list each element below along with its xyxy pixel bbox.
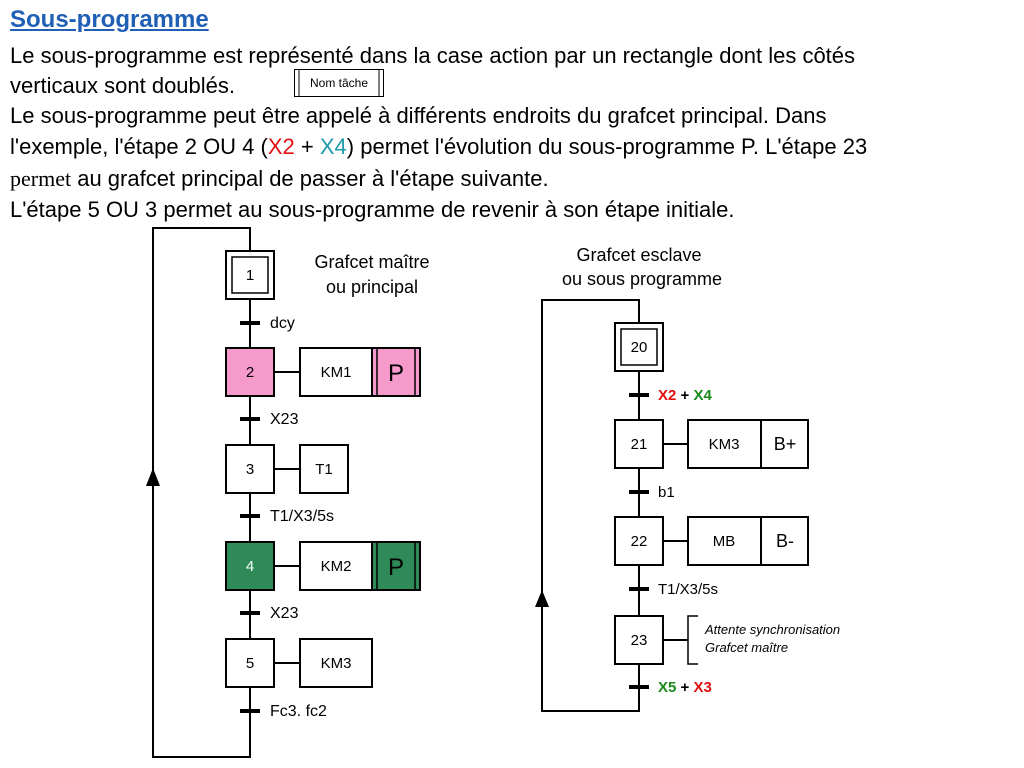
slave-t1-plus: +: [681, 387, 690, 404]
slave-t4-x3: X3: [693, 679, 711, 696]
text-x4: X4: [319, 134, 347, 159]
master-action-km2: [299, 541, 373, 591]
slave-transition-2-label: b1: [658, 484, 675, 501]
master-step-2: [225, 347, 275, 397]
slave-t4-plus: +: [681, 679, 690, 696]
master-step-3: [225, 444, 275, 494]
master-grafcet: [146, 227, 421, 758]
slave-action-b-plus-label: B+: [774, 434, 797, 454]
master-subprogram-p-1-label: P: [388, 360, 404, 387]
slave-t1-x2: X2: [658, 387, 676, 404]
master-title-line-2: ou principal: [326, 277, 418, 297]
text-line-2: verticaux sont doublés.: [10, 73, 236, 98]
master-action-t1: [299, 444, 349, 494]
master-loop-arrow: [146, 468, 160, 486]
slave-step-22-label: 22: [631, 533, 648, 550]
master-step-5-label: 5: [246, 655, 254, 672]
master-step-2-label: 2: [246, 364, 254, 381]
master-action-km2-label: KM2: [321, 558, 352, 575]
master-transition-2-label: X23: [270, 411, 299, 428]
master-action-km1-label: KM1: [321, 364, 352, 381]
master-step-5: [225, 638, 275, 688]
slave-grafcet: [535, 299, 809, 712]
slave-step-21: [614, 419, 664, 469]
master-loop-line: [152, 227, 251, 758]
master-step-3-label: 3: [246, 461, 254, 478]
text-plus: +: [294, 134, 320, 159]
slave-title-line-2: ou sous programme: [562, 269, 722, 289]
slave-action-b-minus-label: B-: [776, 531, 794, 551]
text-line-4-start: l'exemple, l'étape 2 OU 4 (: [10, 134, 268, 159]
slave-action-km3: [687, 419, 809, 469]
subprogram-example-box: Nom tâche: [294, 69, 384, 97]
text-line-4-end: ) permet l'évolution du sous-programme P…: [346, 134, 868, 159]
master-step-4-label: 4: [246, 558, 254, 575]
slave-loop-arrow: [535, 590, 549, 607]
text-line-5-end: au grafcet principal de passer à l'étape…: [71, 166, 549, 191]
master-action-km3: [299, 638, 373, 688]
master-action-t1-label: T1: [315, 461, 333, 478]
master-title-line-1: Grafcet maître: [314, 252, 429, 272]
master-step-1-label: 1: [246, 267, 254, 284]
slave-action-mb-label: MB: [713, 533, 736, 550]
slave-title-line-1: Grafcet esclave: [576, 245, 701, 265]
page-title: Sous-programme: [10, 6, 209, 33]
slave-transition-3-label: T1/X3/5s: [658, 581, 718, 598]
text-line-5: permet au grafcet principal de passer à …: [10, 164, 549, 194]
text-line-1: Le sous-programme est représenté dans la…: [10, 43, 856, 68]
slave-action-km3-label: KM3: [709, 436, 740, 453]
example-box-label: Nom tâche: [310, 76, 368, 90]
master-transition-1-label: dcy: [270, 315, 295, 332]
master-subprogram-p-2-label: P: [388, 554, 404, 581]
slave-step-23-label: 23: [631, 632, 648, 649]
master-action-km3-label: KM3: [321, 655, 352, 672]
slave-step-20-label: 20: [631, 339, 648, 356]
text-line-4: l'exemple, l'étape 2 OU 4 (X2 + X4) perm…: [10, 132, 867, 162]
text-permet: permet: [10, 166, 72, 191]
slave-comment-line-2: Grafcet maître: [705, 640, 788, 655]
slave-loop-line: [541, 299, 640, 712]
text-line-6: L'étape 5 OU 3 permet au sous-programme …: [10, 197, 735, 222]
master-transition-3-label: T1/X3/5s: [270, 508, 334, 525]
slave-t1-x4: X4: [693, 387, 712, 404]
slave-step-23: [614, 615, 664, 665]
text-line-3: Le sous-programme peut être appelé à dif…: [10, 103, 827, 128]
slave-step-21-label: 21: [631, 436, 648, 453]
slave-t4-x5: X5: [658, 679, 676, 696]
slave-transition-1-label: X2 + X4: [658, 387, 712, 404]
master-transition-5-label: Fc3. fc2: [270, 703, 327, 720]
master-subprogram-p-2: [371, 541, 421, 591]
slave-comment-line-1: Attente synchronisation: [704, 622, 840, 637]
master-transition-4-label: X23: [270, 605, 299, 622]
master-subprogram-p-1: [371, 347, 421, 397]
slave-action-mb: [687, 516, 809, 566]
slave-transition-4-label: X5 + X3: [658, 679, 712, 696]
text-x2: X2: [267, 134, 295, 159]
slave-comment-bracket: [687, 615, 698, 665]
